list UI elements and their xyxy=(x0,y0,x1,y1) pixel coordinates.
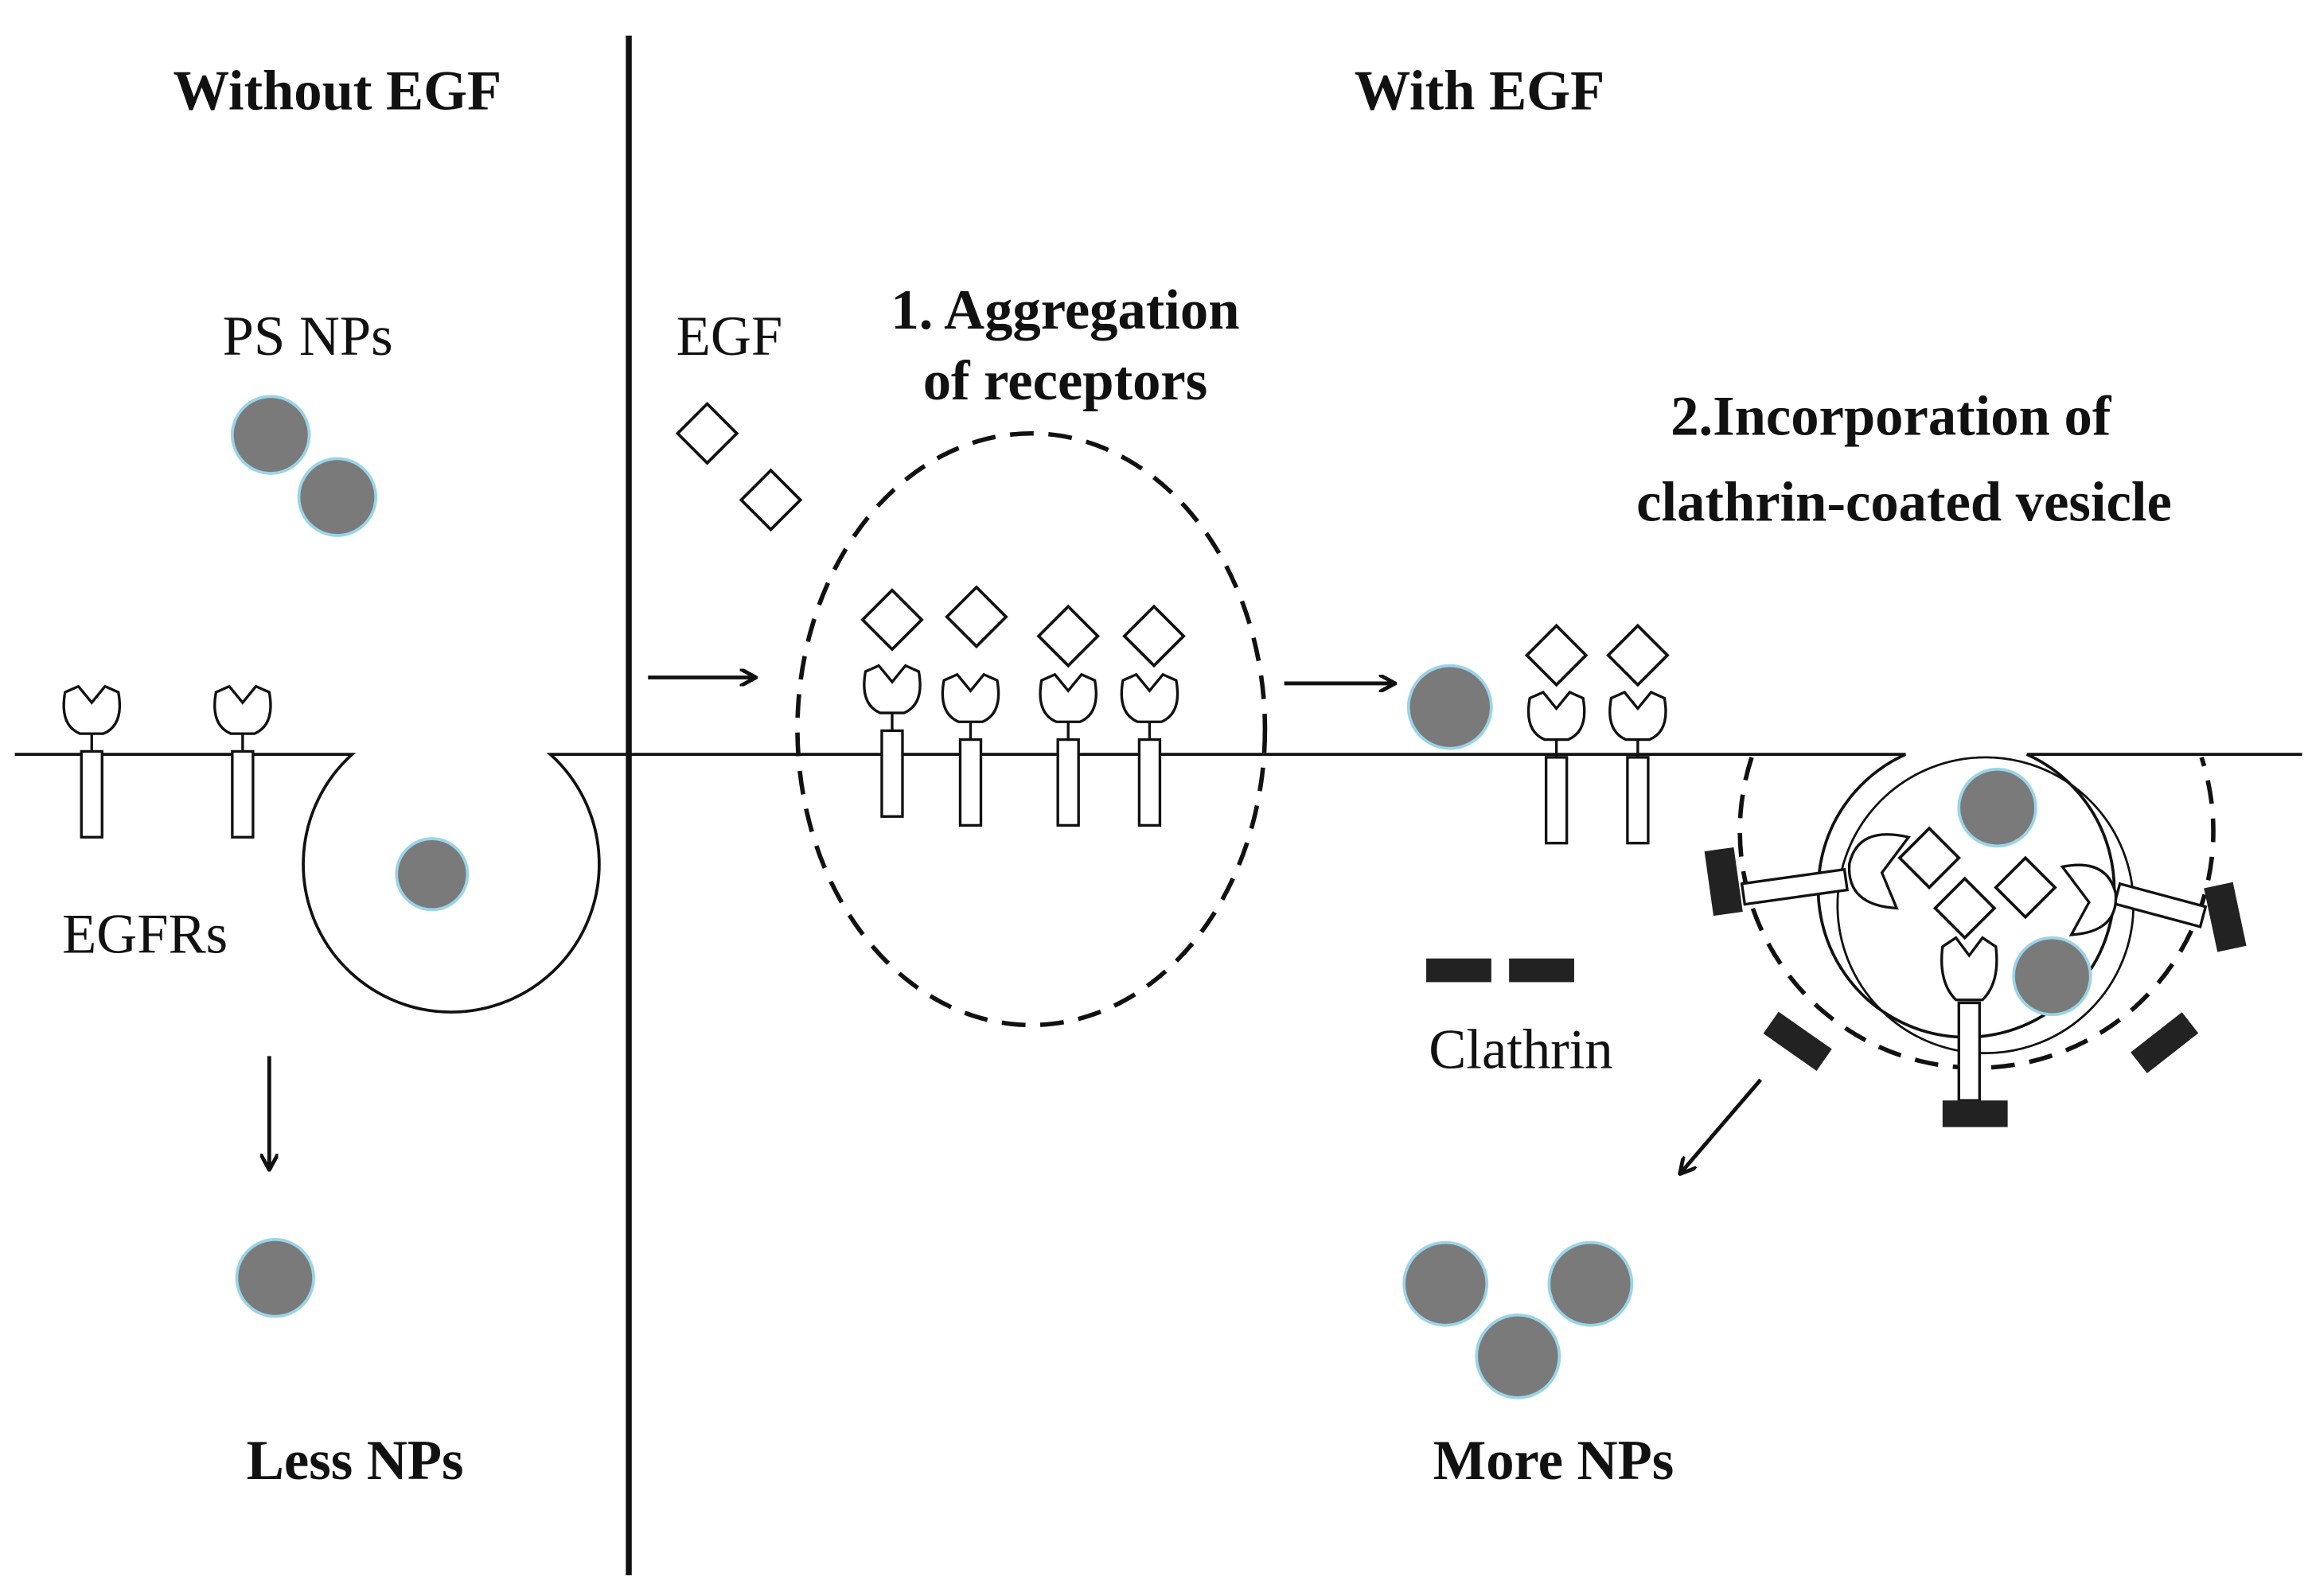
clathrin-unit xyxy=(2131,1012,2199,1074)
label-step1-line2: of receptors xyxy=(923,350,1208,412)
label-egf: EGF xyxy=(676,306,782,368)
clathrin-unit xyxy=(1426,958,1491,983)
clathrin-unit xyxy=(1942,1100,2008,1127)
egf-ligand xyxy=(860,588,923,652)
label-clathrin: Clathrin xyxy=(1429,1018,1612,1080)
egfr-receptor xyxy=(1039,673,1097,827)
egfr-receptor xyxy=(62,684,122,839)
egf-ligand xyxy=(1122,605,1186,668)
egfr-receptor xyxy=(1120,673,1179,827)
clathrin-unit xyxy=(1763,1011,1832,1071)
nanoparticle-in-pit xyxy=(395,837,470,912)
nanoparticle xyxy=(1406,664,1493,750)
arrow-to-release xyxy=(1681,1078,1763,1173)
egf-ligand xyxy=(945,586,1008,648)
egfr-receptor xyxy=(1526,691,1586,845)
nanoparticle xyxy=(1957,767,2037,848)
label-step2-line2: clathrin-coated vesicle xyxy=(1636,471,2172,533)
aggregation-region xyxy=(795,430,1268,1028)
nanoparticle xyxy=(1402,1240,1489,1327)
egfr-receptor xyxy=(1608,691,1667,845)
egfr-receptor xyxy=(941,673,1000,827)
egfr-receptor xyxy=(863,664,922,818)
label-egfrs: EGFRs xyxy=(62,903,228,965)
egf-ligand xyxy=(1525,624,1588,687)
nanoparticle xyxy=(297,457,378,537)
egfr-stalk xyxy=(2112,882,2208,928)
clathrin-unit xyxy=(2204,882,2247,952)
left-membrane xyxy=(14,753,630,1014)
egf-ligand xyxy=(1037,605,1100,668)
nanoparticle xyxy=(235,1238,315,1318)
clathrin-coated-vesicle xyxy=(1704,756,2247,1127)
label-ps-nps: PS NPs xyxy=(223,306,393,368)
nanoparticle xyxy=(231,395,311,475)
egf-ligand xyxy=(1994,856,2057,919)
egf-ligand xyxy=(676,402,739,465)
label-step2-line1: 2.Incorporation of xyxy=(1671,386,2112,448)
egf-ligand xyxy=(1606,624,1669,687)
egfr-head xyxy=(2060,863,2118,936)
nanoparticle xyxy=(2012,936,2092,1017)
egfr-stalk xyxy=(1957,1001,1981,1102)
egf-ligand xyxy=(739,469,802,531)
egfr-stalk xyxy=(1740,867,1850,906)
title-with-egf: With EGF xyxy=(1355,60,1605,123)
egfr-receptor xyxy=(213,684,272,839)
egfr-head xyxy=(1940,936,1998,1002)
egfr-head xyxy=(1847,833,1911,910)
nanoparticle xyxy=(1547,1240,1634,1327)
clathrin-unit xyxy=(1509,958,1574,983)
nanoparticle xyxy=(1475,1313,1561,1399)
label-less-nps: Less NPs xyxy=(247,1430,464,1492)
label-step1-line1: 1. Aggregation xyxy=(891,279,1239,341)
egf-ligand xyxy=(1933,877,1996,940)
label-more-nps: More NPs xyxy=(1433,1430,1674,1492)
title-without-egf: Without EGF xyxy=(173,60,501,123)
clathrin-unit xyxy=(1704,847,1743,917)
